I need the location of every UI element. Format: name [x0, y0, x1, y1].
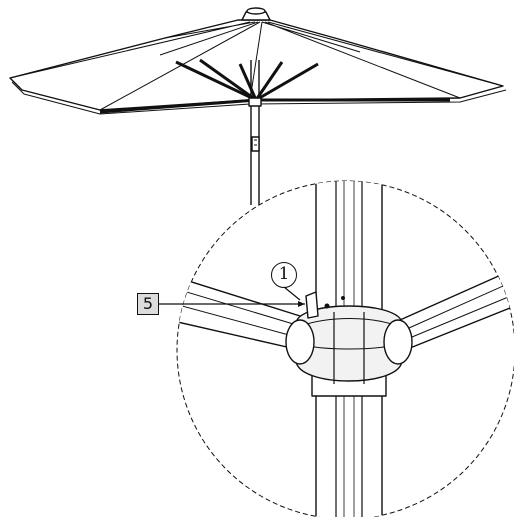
callout-leader [283, 286, 301, 301]
umbrella-pole [250, 60, 260, 205]
step-callout-number: 1 [271, 262, 297, 288]
canopy [9, 19, 504, 111]
umbrella-struts [99, 58, 450, 114]
canopy-finial [241, 11, 271, 21]
umbrella-overview [9, 7, 507, 205]
canopy-seams [9, 21, 504, 111]
part-number-label: 5 [137, 293, 159, 315]
canopy-edge [11, 81, 507, 115]
release-latch [305, 291, 319, 319]
magnified-detail [177, 181, 514, 517]
